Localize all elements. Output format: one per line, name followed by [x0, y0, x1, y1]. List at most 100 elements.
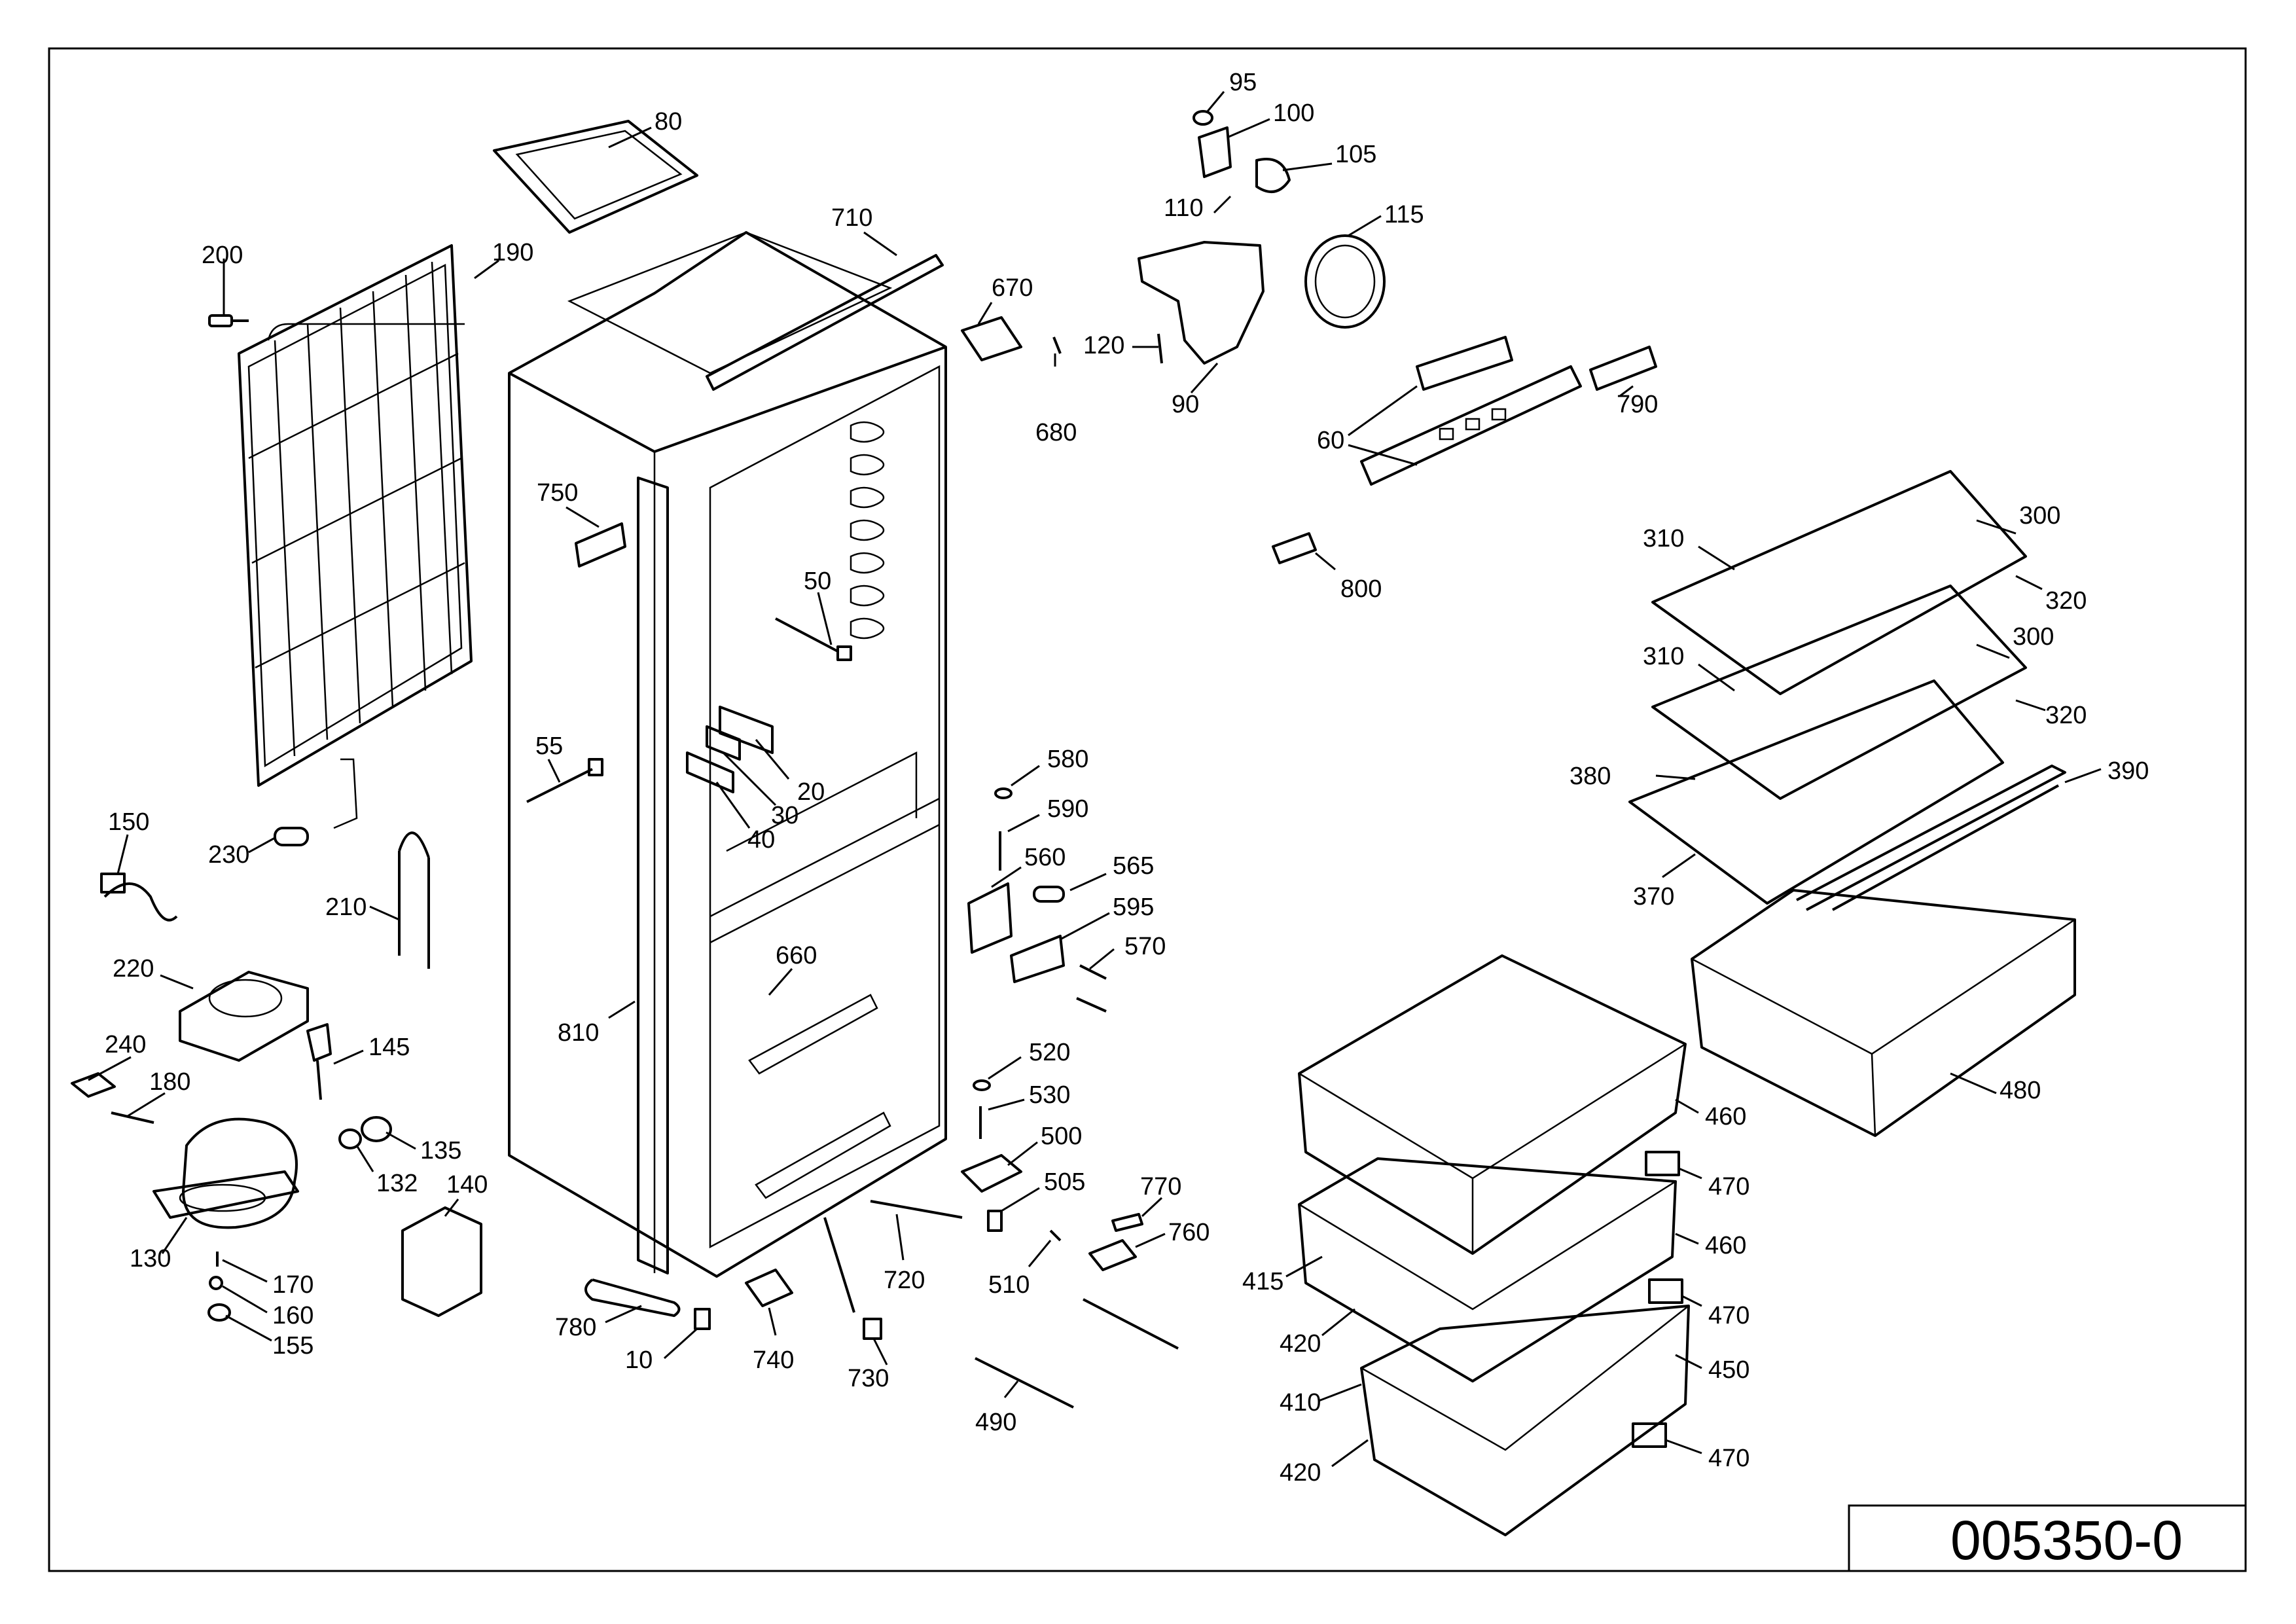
part-230-drawing [274, 827, 309, 846]
compressor-drawing [152, 1117, 299, 1229]
callout-470-upper: 470 [1708, 1173, 1749, 1200]
callout-460-upper: 460 [1705, 1103, 1746, 1130]
callout-90: 90 [1172, 391, 1199, 418]
callout-790: 790 [1617, 391, 1658, 418]
control-panel-drawing [1272, 336, 1657, 564]
callout-30: 30 [771, 802, 798, 829]
top-rail-drawing [706, 254, 944, 391]
callout-670: 670 [992, 274, 1033, 302]
hinge-group-drawing [967, 787, 1107, 1013]
fan-assembly-drawing [1138, 110, 1386, 365]
callout-115: 115 [1384, 201, 1424, 228]
callout-310-upper: 310 [1643, 525, 1684, 552]
callout-460-middle: 460 [1705, 1232, 1746, 1259]
callout-800: 800 [1340, 575, 1382, 603]
callout-490: 490 [975, 1409, 1016, 1436]
callout-770: 770 [1140, 1173, 1181, 1200]
callout-labels: 80 710 200 190 670 680 750 50 55 20 30 4… [105, 69, 2149, 1487]
callout-415: 415 [1242, 1268, 1283, 1295]
callout-100: 100 [1273, 99, 1314, 127]
part-drawings [71, 110, 2076, 1536]
callout-590: 590 [1047, 795, 1088, 823]
callout-810: 810 [558, 1019, 599, 1047]
callout-180: 180 [149, 1068, 190, 1096]
callout-710: 710 [831, 204, 872, 232]
callout-240: 240 [105, 1031, 146, 1058]
hinge-lower-group-drawing [961, 1079, 1062, 1242]
callout-155: 155 [272, 1332, 314, 1360]
callout-190: 190 [492, 239, 533, 266]
drawer-460-upper-drawing [1298, 954, 1687, 1255]
callout-230: 230 [208, 841, 249, 869]
callout-60: 60 [1317, 427, 1344, 454]
leader-lines [88, 91, 2102, 1468]
callout-720: 720 [884, 1267, 925, 1294]
parts-770-760-490-drawing [975, 1213, 1179, 1409]
callout-680: 680 [1035, 419, 1077, 446]
callout-450: 450 [1708, 1356, 1749, 1384]
callout-50: 50 [804, 568, 831, 595]
callout-750: 750 [537, 479, 578, 507]
rails-720-730-drawing [823, 1200, 963, 1340]
bolts-drawing [526, 617, 852, 803]
callout-370: 370 [1633, 883, 1674, 911]
callout-760: 760 [1168, 1219, 1210, 1246]
bracket-670-drawing [961, 316, 1062, 361]
callout-320-lower: 320 [2045, 702, 2087, 729]
title-block: 005350-0 [1848, 1504, 2247, 1572]
callout-470-lower: 470 [1708, 1445, 1749, 1472]
callout-200: 200 [202, 242, 243, 269]
power-cable-drawing [100, 873, 178, 922]
drawer-450-bottom-drawing [1360, 1305, 1690, 1536]
callout-160: 160 [272, 1302, 314, 1329]
callout-390: 390 [2108, 757, 2149, 785]
parts-240-180-drawing [71, 1072, 154, 1124]
callout-145: 145 [368, 1034, 410, 1061]
callout-420-upper: 420 [1280, 1330, 1321, 1358]
callout-565: 565 [1113, 852, 1154, 880]
callout-210: 210 [325, 893, 367, 921]
callout-55: 55 [535, 732, 563, 760]
callout-310-lower: 310 [1643, 643, 1684, 670]
callout-300-upper: 300 [2019, 502, 2060, 530]
drawer-460-middle-drawing [1298, 1157, 1677, 1382]
brackets-drawing [686, 706, 774, 793]
capacitor-140-drawing [401, 1206, 482, 1317]
callout-530: 530 [1029, 1081, 1070, 1109]
callout-410: 410 [1280, 1389, 1321, 1416]
callout-380: 380 [1570, 763, 1611, 790]
callout-580: 580 [1047, 746, 1088, 773]
callout-730: 730 [848, 1365, 889, 1392]
callout-130: 130 [130, 1245, 171, 1272]
callout-135: 135 [420, 1137, 461, 1164]
wrench-780-drawing [584, 1278, 711, 1330]
callout-520: 520 [1029, 1039, 1070, 1066]
callout-105: 105 [1335, 141, 1376, 168]
sensor-210-drawing [398, 831, 430, 969]
callout-500: 500 [1041, 1123, 1082, 1150]
callout-120: 120 [1083, 332, 1124, 359]
callout-10: 10 [625, 1346, 653, 1374]
callout-780: 780 [555, 1314, 596, 1341]
callout-480: 480 [2000, 1077, 2041, 1104]
callout-170: 170 [272, 1271, 314, 1299]
tray-220-drawing [179, 971, 309, 1062]
condenser-drawing [238, 244, 473, 829]
callout-560: 560 [1024, 844, 1066, 871]
top-cover-drawing [493, 120, 698, 234]
callout-140: 140 [446, 1171, 488, 1199]
callout-150: 150 [108, 808, 149, 836]
callout-420-lower: 420 [1280, 1459, 1321, 1487]
diagram-frame [48, 47, 2247, 1572]
fasteners-170-160-155-drawing [207, 1252, 231, 1322]
callout-510: 510 [988, 1271, 1030, 1299]
cabinet-drawing [508, 231, 947, 1278]
drawing-number: 005350-0 [1950, 1509, 2183, 1571]
callout-740: 740 [753, 1346, 794, 1374]
screw-200-drawing [208, 314, 249, 327]
shelves-drawing [1628, 470, 2066, 911]
callout-40: 40 [747, 826, 775, 854]
clips-470-drawing [1632, 1151, 1683, 1448]
relay-145-drawing [306, 1023, 332, 1100]
